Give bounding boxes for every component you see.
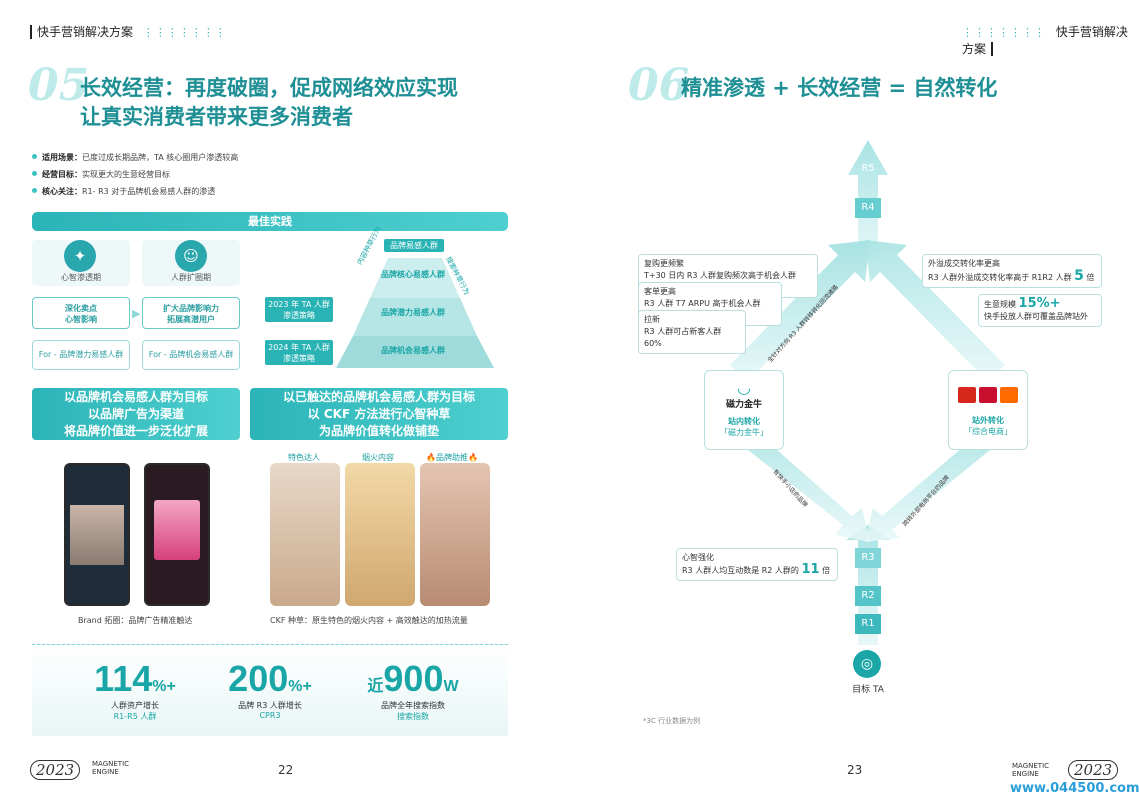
section-number: 05: [28, 60, 90, 111]
engine-logo-right: MAGNETIC ENGINE: [1012, 762, 1050, 778]
page-number-left: 22: [278, 763, 294, 777]
arrow-diag-right-top: [865, 240, 1005, 382]
creator-photo-2: [345, 463, 415, 606]
info-box-spillover: 外溢成交转化率更高 R3 人群外溢成交转化率高于 R1R2 人群 5 倍: [922, 254, 1102, 288]
stat-1: 114%+ 人群资产增长 R1-R5 人群: [94, 658, 176, 721]
pyramid-level-1: 品牌核心易感人群: [381, 270, 445, 279]
pyramid-level-3: 品牌机会易感人群: [381, 346, 445, 355]
stage-label-1: 心智渗透期: [61, 273, 101, 282]
band-right: 以已触达的品牌机会易感人群为目标 以 CKF 方法进行心智种草 为品牌价值转化做…: [250, 388, 508, 440]
header-right: ⋮⋮⋮⋮⋮⋮⋮ 快手营销解决方案: [962, 25, 1128, 56]
jd-icon: [958, 387, 976, 403]
year-2023-tag: 2023 年 TA 人群 渗透策略: [265, 297, 333, 322]
page-title: 长效经营：再度破圈，促成网络效应实现 让真实消费者带来更多消费者: [80, 76, 458, 129]
photo-tag-2: 烟火内容: [362, 453, 394, 462]
arrow-up-bottom: [846, 525, 890, 645]
phone-screenshot-1: [64, 463, 130, 606]
section-number-right: 06: [628, 60, 690, 111]
bullet-scene: 适用场景：已度过成长期品牌，TA 核心圈用户渗透较高: [32, 152, 238, 163]
photo-tag-1: 特色达人: [288, 453, 320, 462]
stat-2: 200%+ 品牌 R3 人群增长 CPR3: [228, 658, 312, 720]
magnet-icon: ◡: [737, 378, 751, 397]
bullet-focus: 核心关注：R1- R3 对于品牌机会易感人群的渗透: [32, 186, 215, 197]
header-left: 快手营销解决方案 ⋮⋮⋮⋮⋮⋮⋮: [30, 23, 227, 40]
pyramid-graphic: [336, 258, 494, 368]
arrow-diag-left-top: [730, 240, 870, 382]
target-label: 目标 TA: [852, 685, 884, 695]
phone-screenshot-2: [144, 463, 210, 606]
arrow-right-icon: ▶: [132, 307, 141, 320]
taobao-icon: [1000, 387, 1018, 403]
in-station-card: ◡ 磁力金牛 站内转化 「磁力金牛」: [704, 370, 784, 450]
creator-photo-3: [420, 463, 490, 606]
watermark: www.044500.com: [1010, 781, 1139, 796]
label-r3: R3: [855, 548, 881, 568]
pyramid-top: [370, 258, 460, 298]
footnote: *3C 行业数据为例: [643, 717, 701, 725]
stage-box-2: 扩大品牌影响力 拓展高潜用户: [142, 297, 240, 329]
pyramid-base: [336, 336, 494, 368]
info-box-scale: 生意规模 15%+ 快手投放人群可覆盖品牌站外: [978, 294, 1102, 327]
tmall-icon: [979, 387, 997, 403]
stage-box-1: 深化卖点 心智影响: [32, 297, 130, 329]
people-icon: ☺: [175, 240, 207, 272]
year-2024-tag: 2024 年 TA 人群 渗透策略: [265, 340, 333, 365]
bulb-icon: ✦: [64, 240, 96, 272]
caption-right: CKF 种草：原生特色的烟火内容 + 高效触达的加热流量: [270, 616, 468, 625]
creator-photo-1: [270, 463, 340, 606]
ecommerce-logos: [949, 387, 1027, 403]
label-r1: R1: [855, 614, 881, 634]
arrow-diag-right-bottom: [865, 435, 990, 542]
logo-2023-right: 2023: [1068, 760, 1119, 780]
stat-3: 近900W 品牌全年搜索指数 搜索指数: [367, 658, 459, 721]
stage-label-2: 人群扩圈期: [171, 273, 211, 282]
for-box-1: For - 品牌潜力易感人群: [32, 340, 130, 370]
arrow-diag-left-bottom: [748, 435, 870, 542]
logo-2023-left: 2023: [30, 760, 81, 780]
info-box-mindshare: 心智强化 R3 人群人均互动数是 R2 人群的 11 倍: [676, 548, 838, 581]
pyramid-top-tag: 品牌易感人群: [384, 239, 444, 252]
best-practice-bar: 最佳实践: [32, 212, 508, 231]
label-r2: R2: [855, 586, 881, 606]
label-r4: R4: [855, 198, 881, 218]
flow-diagram: [730, 140, 1005, 645]
band-left: 以品牌机会易感人群为目标 以品牌广告为渠道 将品牌价值进一步泛化扩展: [32, 388, 240, 440]
engine-logo-left: MAGNETIC ENGINE: [92, 760, 130, 776]
pyramid-mid: [353, 298, 477, 336]
out-station-card: 站外转化 「综合电商」: [948, 370, 1028, 450]
caption-left: Brand 拓圈：品牌广告精准触达: [78, 616, 193, 625]
target-icon: ◎: [853, 650, 881, 678]
photo-tag-3: 🔥品牌助推🔥: [426, 453, 478, 462]
for-box-2: For - 品牌机会易感人群: [142, 340, 240, 370]
dots-decor: ⋮⋮⋮⋮⋮⋮⋮: [142, 26, 227, 39]
label-r5: R5: [861, 163, 875, 174]
bullet-goal: 经营目标：实现更大的生意经营目标: [32, 169, 170, 180]
page-title-right: 精准渗透 + 长效经营 = 自然转化: [681, 76, 998, 100]
pyramid-level-2: 品牌潜力易感人群: [381, 308, 445, 317]
stats-panel: [32, 644, 508, 736]
page-number-right: 23: [847, 763, 863, 777]
